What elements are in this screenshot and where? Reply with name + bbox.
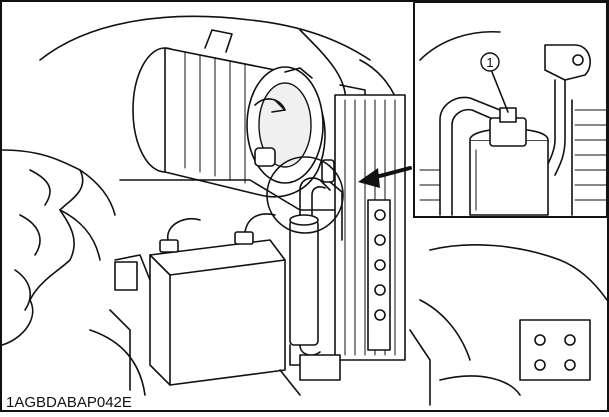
- pointer-arrow: [358, 166, 412, 188]
- battery: [114, 213, 286, 386]
- detail-inset: 1: [413, 1, 608, 218]
- air-cleaner: [132, 29, 326, 198]
- front-tire: [1, 149, 116, 346]
- figure-code: 1AGBDABAP042E: [6, 394, 132, 411]
- zoom-circle: [266, 156, 344, 234]
- receiver-drier: [289, 159, 343, 381]
- callout-number: 1: [486, 55, 493, 70]
- callout-circle: [480, 52, 500, 72]
- radiator: [334, 94, 406, 361]
- chassis: [89, 244, 608, 406]
